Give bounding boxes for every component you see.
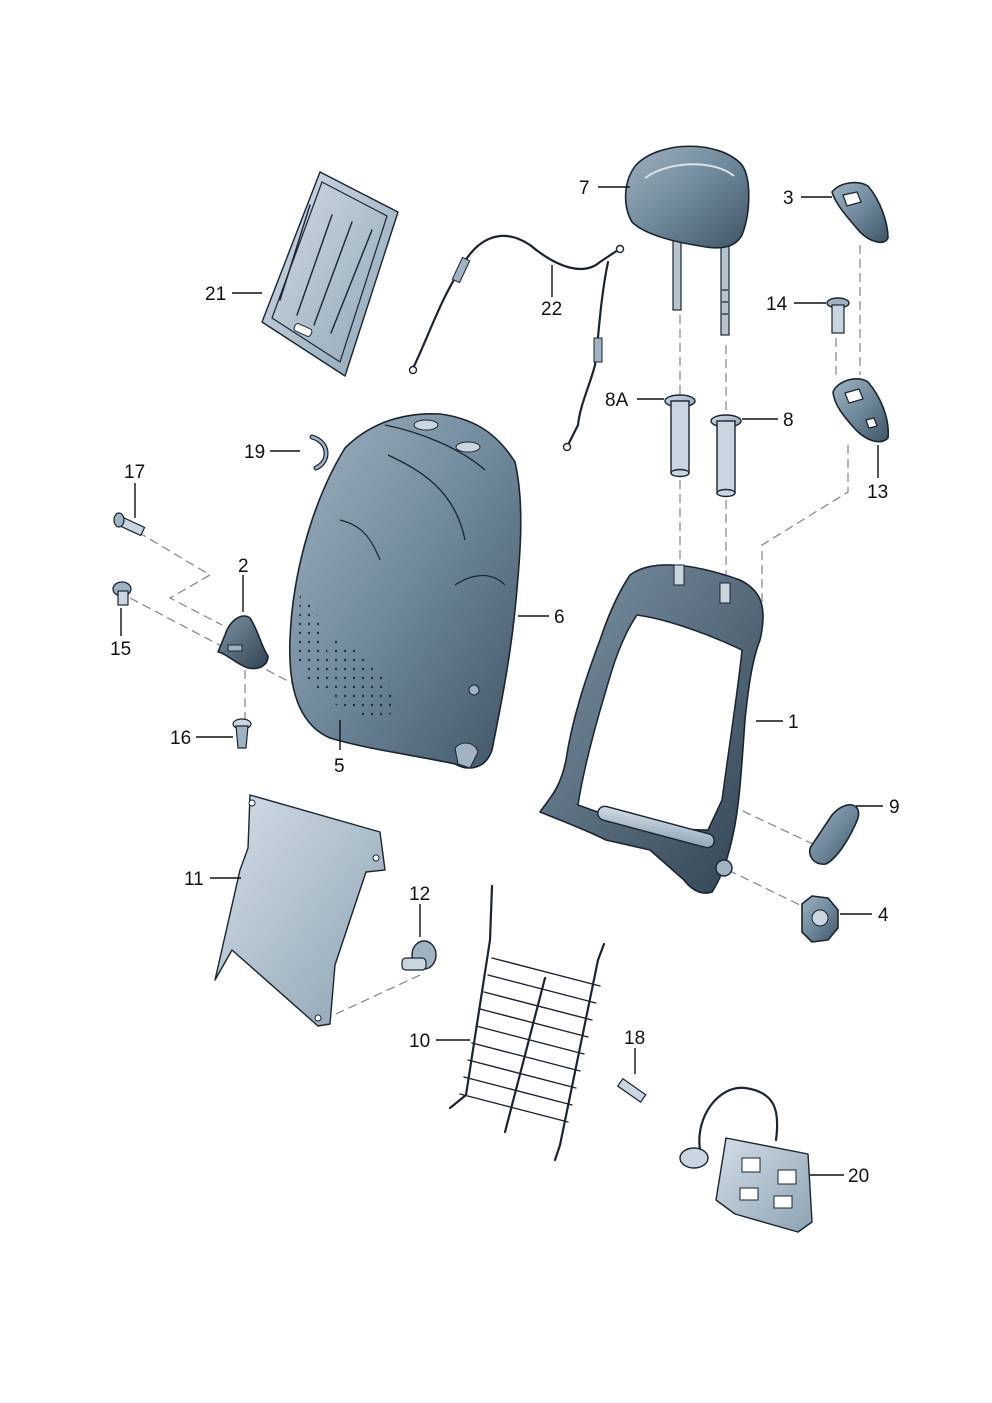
bowden-cable-part-22: [408, 234, 625, 452]
backrest-cover-part-6: [289, 413, 522, 769]
assembly-lines: [129, 245, 861, 1021]
callout-21: 21: [205, 284, 226, 305]
callout-17: 17: [124, 462, 145, 483]
callout-3: 3: [783, 188, 794, 209]
callout-9: 9: [889, 797, 900, 818]
bolt-part-15: [112, 581, 132, 606]
callout-8a: 8A: [605, 390, 629, 411]
trim-cap-part-3: [831, 181, 889, 244]
callout-12: 12: [409, 884, 430, 905]
callout-7: 7: [579, 178, 590, 199]
backrest-frame-part-1: [539, 564, 764, 894]
bracket-part-2: [217, 615, 269, 670]
clip-part-19: [309, 434, 329, 471]
backboard-part-11: [214, 794, 386, 1027]
headrest-part-7: [624, 145, 750, 336]
screw-part-14: [826, 297, 850, 334]
trim-cap-part-13: [832, 378, 890, 443]
callout-4: 4: [878, 905, 889, 926]
guide-sleeve-part-8: [710, 414, 742, 498]
lumbar-control-unit-part-20: [679, 1086, 813, 1233]
callout-8: 8: [783, 410, 794, 431]
screw-part-17: [113, 512, 146, 537]
callout-10: 10: [409, 1031, 430, 1052]
callout-13: 13: [867, 482, 888, 503]
push-clip-part-12: [401, 940, 437, 971]
leader-lines: [120, 186, 883, 1176]
backrest-panel-part-21: [261, 171, 399, 377]
connector-part-18: [616, 1077, 647, 1103]
callout-11: 11: [184, 869, 204, 890]
callout-16: 16: [170, 728, 191, 749]
callout-20: 20: [848, 1166, 869, 1187]
callout-2: 2: [238, 556, 249, 577]
callout-18: 18: [624, 1028, 645, 1049]
callout-19: 19: [244, 442, 265, 463]
adjustment-knob-part-4: [801, 895, 839, 943]
callout-15: 15: [110, 639, 131, 660]
callout-14: 14: [766, 294, 788, 315]
callout-22: 22: [541, 299, 562, 320]
lumbar-support-mat-part-10: [448, 884, 606, 1162]
callout-5: 5: [334, 756, 345, 777]
callout-1: 1: [788, 712, 799, 733]
release-lever-part-9: [808, 804, 860, 865]
guide-sleeve-part-8a: [664, 394, 696, 478]
callout-labels: 21 22 7 3 14 8A 8 13 19 17 2 15 6 5 16 1…: [110, 178, 900, 1187]
callout-6: 6: [554, 607, 565, 628]
expanding-rivet-part-16: [232, 718, 252, 749]
